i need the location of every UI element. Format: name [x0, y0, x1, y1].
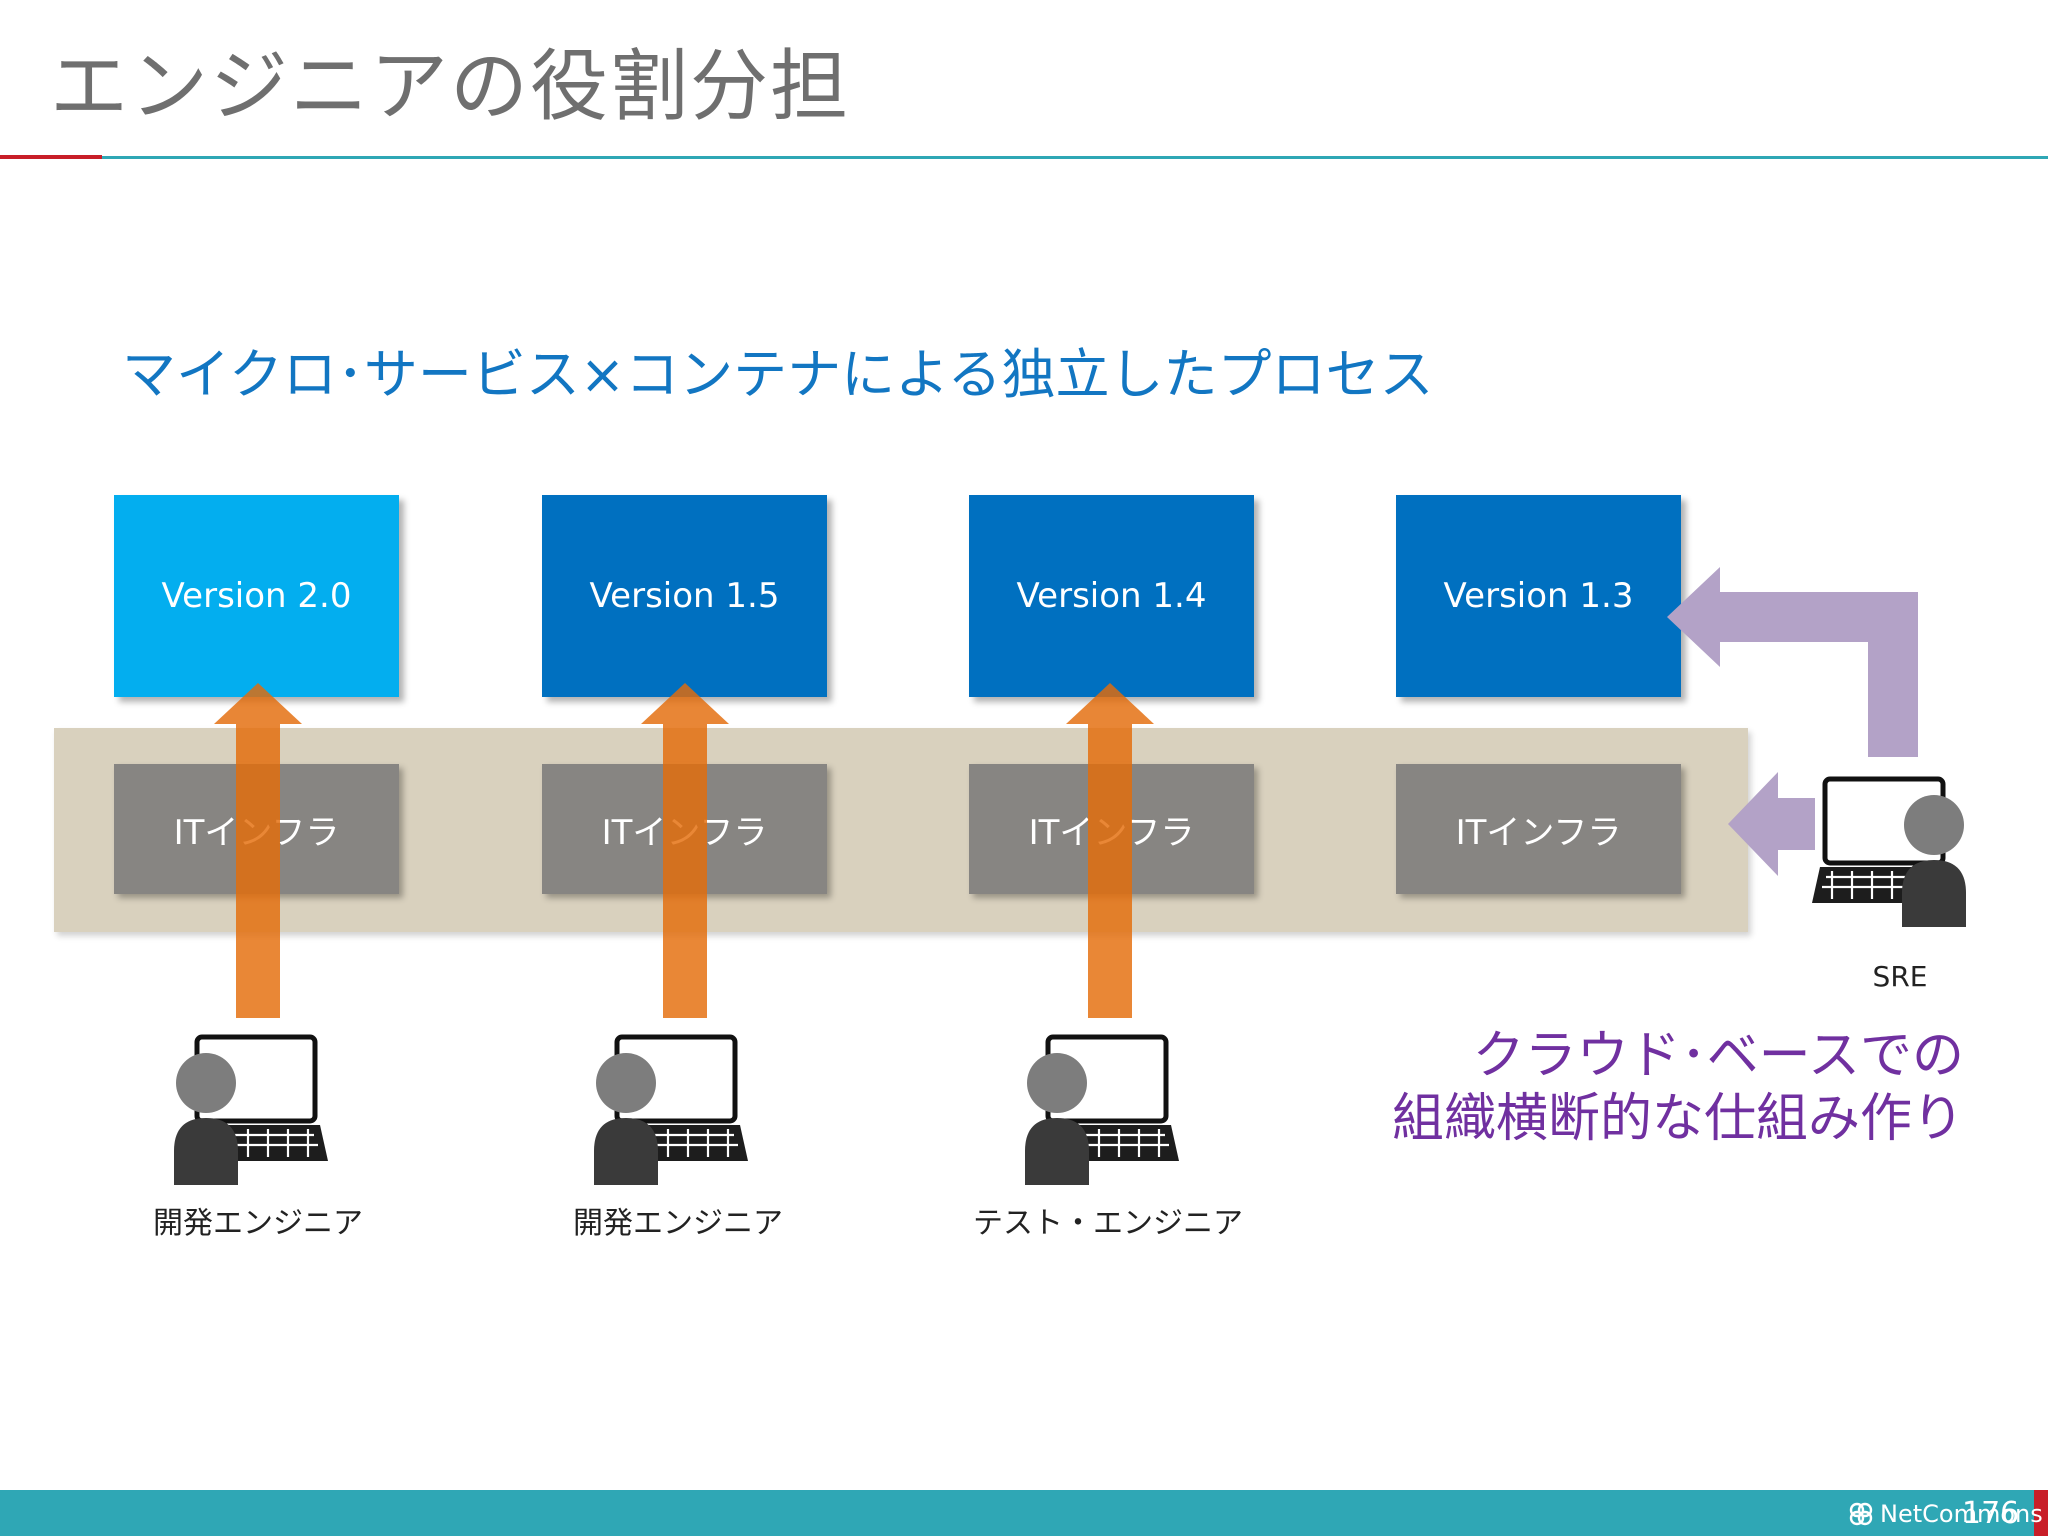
version-box-3: Version 1.4: [969, 495, 1254, 697]
page-number: 176: [1962, 1496, 2020, 1531]
brand-logo: NetCommons: [1848, 1498, 2043, 1530]
title-rule: [0, 156, 2048, 159]
callout-line-1: クラウド･ベースでの: [1472, 1026, 1964, 1086]
title-rule-accent: [0, 155, 102, 159]
role-label-3: テスト・エンジニア: [973, 1206, 1243, 1241]
infra-box-2: ITインフラ: [542, 764, 827, 894]
footer-accent: [2034, 1490, 2048, 1536]
version-box-4: Version 1.3: [1396, 495, 1681, 697]
engineer-at-laptop-icon-1: [174, 1034, 328, 1185]
slide-title: エンジニアの役割分担: [50, 42, 851, 132]
infra-box-3: ITインフラ: [969, 764, 1254, 894]
sre-label: SRE: [1872, 960, 1928, 993]
version-box-1: Version 2.0: [114, 495, 399, 697]
engineer-at-laptop-icon-3: [1025, 1034, 1179, 1185]
sre-callout: クラウド･ベースでの 組織横断的な仕組み作り: [1392, 1025, 1964, 1152]
brand-name: NetCommons: [1880, 1500, 2043, 1528]
slide-subtitle: マイクロ･サービス×コンテナによる独立したプロセス: [122, 343, 1434, 406]
infra-box-4: ITインフラ: [1396, 764, 1681, 894]
callout-line-2: 組織横断的な仕組み作り: [1391, 1089, 1964, 1150]
version-box-2: Version 1.5: [542, 495, 827, 697]
netcommons-logo-icon: [1849, 1502, 1873, 1526]
footer-bar: [0, 1490, 2048, 1536]
engineer-at-laptop-icon-2: [594, 1034, 748, 1185]
role-label-2: 開発エンジニア: [573, 1206, 783, 1241]
infra-box-1: ITインフラ: [114, 764, 399, 894]
sre-at-laptop-icon: [1812, 776, 1966, 927]
role-label-1: 開発エンジニア: [153, 1206, 363, 1241]
